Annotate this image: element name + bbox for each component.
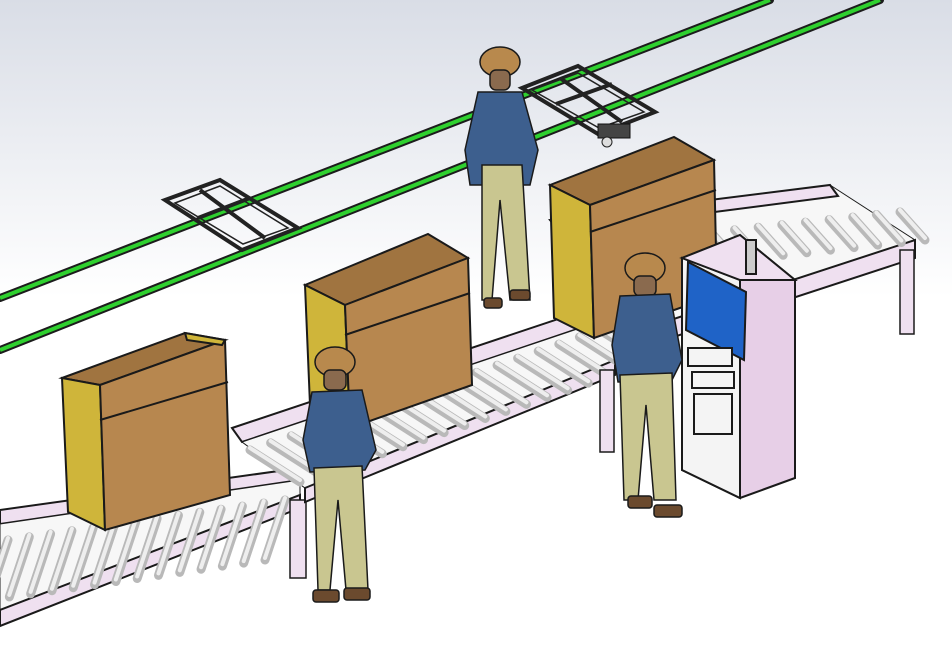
roller-highlight	[495, 361, 550, 398]
kiosk-screen	[684, 260, 748, 362]
kiosk-signal-light	[745, 239, 757, 275]
camera-unit	[597, 123, 631, 148]
roller-highlight	[220, 502, 245, 567]
roller-highlight	[850, 213, 880, 246]
roller-highlight	[7, 532, 32, 597]
roller-highlight	[113, 517, 138, 582]
conveyor-leg	[899, 249, 915, 335]
kiosk-drawer	[687, 347, 733, 367]
worker-kiosk	[611, 252, 683, 518]
roller-highlight	[241, 499, 266, 564]
roller-highlight	[177, 508, 202, 573]
roller-highlight	[474, 368, 529, 405]
roller-highlight	[515, 354, 570, 391]
overhead-rail-group	[0, 0, 884, 354]
roller-highlight	[28, 529, 53, 594]
roller-highlight	[756, 223, 786, 256]
roller-highlight	[874, 210, 904, 243]
kiosk-drawer	[691, 371, 735, 389]
gantry-frame-right	[517, 63, 660, 137]
conveyor-leg	[289, 499, 307, 579]
overhead-rail-back-stripe	[0, 0, 771, 300]
roller-highlight	[199, 505, 224, 570]
worker-far	[464, 46, 539, 309]
rollers-left	[0, 495, 290, 602]
roller-highlight	[898, 208, 927, 240]
roller-highlight	[779, 220, 809, 253]
kiosk-panel	[693, 393, 733, 435]
roller-highlight	[156, 511, 181, 576]
roller-highlight	[263, 496, 287, 560]
roller-highlight	[49, 526, 74, 591]
roller-highlight	[536, 347, 591, 384]
gantry-frame-left	[160, 177, 303, 253]
roller-highlight	[92, 520, 117, 585]
roller-highlight	[827, 215, 857, 248]
worker-front-left	[302, 346, 377, 603]
roller-highlight	[135, 514, 160, 579]
roller-highlight	[0, 536, 10, 569]
overhead-rail-front-stripe	[0, 0, 881, 352]
roller-highlight	[71, 523, 96, 588]
roller-highlight	[248, 446, 302, 482]
roller-highlight	[803, 218, 833, 251]
roller-highlight	[556, 340, 611, 377]
kiosk-terminal	[679, 233, 798, 500]
conveyor-leg	[599, 369, 615, 453]
cardboard-box-left	[58, 331, 232, 532]
